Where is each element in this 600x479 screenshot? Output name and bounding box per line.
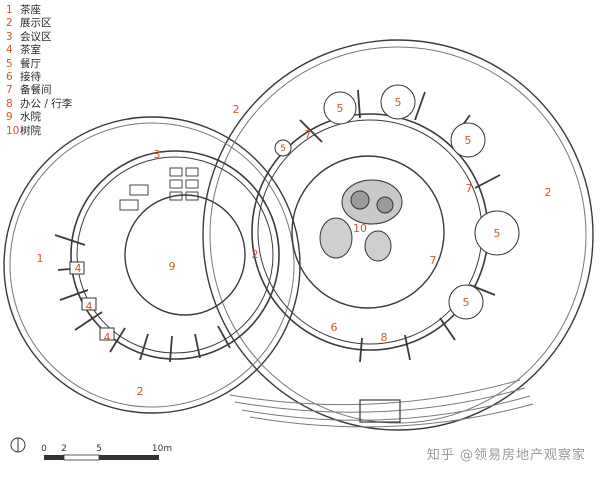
label-tree-courtyard: 10: [353, 222, 367, 235]
label-pantry-b: 7: [466, 182, 473, 195]
label-exhibition-mid: 2: [252, 248, 259, 261]
label-tea-room-c: 4: [104, 331, 111, 344]
label-dining-d: 5: [494, 227, 501, 240]
label-exhibition-bottom: 2: [137, 385, 144, 398]
left-inner-ring: [70, 150, 280, 360]
scale-tick-0: 0: [41, 444, 47, 454]
label-dining-e: 5: [463, 296, 470, 309]
watermark-text: 知乎 @领易房地产观察家: [426, 448, 586, 463]
water-courtyard-wall: [124, 194, 246, 316]
scale-bar: 0 2 5 10m: [10, 437, 172, 461]
scale-tick-5: 5: [96, 444, 102, 454]
label-water-courtyard: 9: [169, 260, 176, 273]
label-office: 8: [381, 331, 388, 344]
label-exhibition-top: 2: [233, 103, 240, 116]
watermark: 知乎 @领易房地产观察家: [427, 444, 586, 463]
meeting-seats: [119, 167, 199, 211]
entrance: [359, 399, 401, 423]
facade-curves: [229, 379, 534, 428]
label-pantry-c: 7: [430, 254, 437, 267]
dining-tables: [274, 84, 520, 320]
label-meeting: 3: [154, 148, 161, 161]
right-outer-wall: [202, 39, 594, 431]
label-dining-b: 5: [395, 96, 402, 109]
label-reception: 6: [331, 321, 338, 334]
label-tea-room-b: 4: [86, 300, 93, 313]
room-labels: 1 2 2 2 2 3 4 4 4 5 5 5 5 5 5 6 7 7 7 8 …: [37, 96, 552, 398]
label-tea-seating: 1: [37, 252, 44, 265]
tea-room-tables: [69, 261, 115, 341]
label-dining-f: 5: [280, 144, 286, 154]
tree-courtyard-wall: [291, 155, 445, 309]
label-exhibition-right: 2: [545, 186, 552, 199]
scale-tick-2: 2: [61, 444, 67, 454]
label-dining-c: 5: [465, 134, 472, 147]
label-tea-room-a: 4: [75, 262, 82, 275]
tree-courtyard: [319, 179, 403, 262]
label-pantry-a: 7: [305, 128, 312, 141]
legend-item: 10树院: [6, 124, 41, 137]
scale-tick-10m: 10m: [152, 444, 172, 454]
label-dining-a: 5: [337, 102, 344, 115]
